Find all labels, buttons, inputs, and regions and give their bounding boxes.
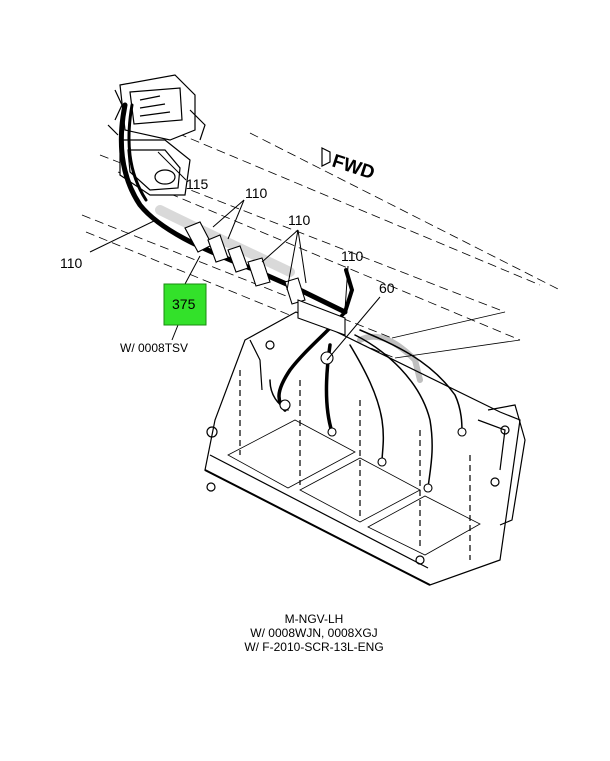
caption-line-3: W/ F-2010-SCR-13L-ENG (244, 640, 384, 654)
fwd-label: FWD (329, 151, 377, 184)
callout-110-right: 110 (341, 248, 364, 264)
forward-arrow-icon (321, 147, 331, 167)
callout-110-mid: 110 (288, 212, 311, 228)
callout-60: 60 (379, 280, 395, 296)
leader-lines (89, 151, 381, 361)
highlight-box-375 (163, 283, 207, 326)
fwd-indicator: FWD (321, 147, 377, 184)
callout-110-top: 110 (245, 185, 268, 201)
caption-line-1: M-NGV-LH (284, 612, 344, 626)
caption-line-2: W/ 0008WJN, 0008XGJ (250, 626, 378, 640)
mounting-bracket (204, 311, 526, 586)
note-375: W/ 0008TSV (120, 341, 188, 355)
connector-module-cluster (107, 74, 206, 196)
callout-115: 115 (186, 176, 209, 192)
callout-375: 375 (172, 296, 196, 312)
callout-110-left: 110 (60, 255, 83, 271)
harness-clips (184, 221, 467, 493)
diagram-caption: M-NGV-LH W/ 0008WJN, 0008XGJ W/ F-2010-S… (200, 612, 428, 654)
